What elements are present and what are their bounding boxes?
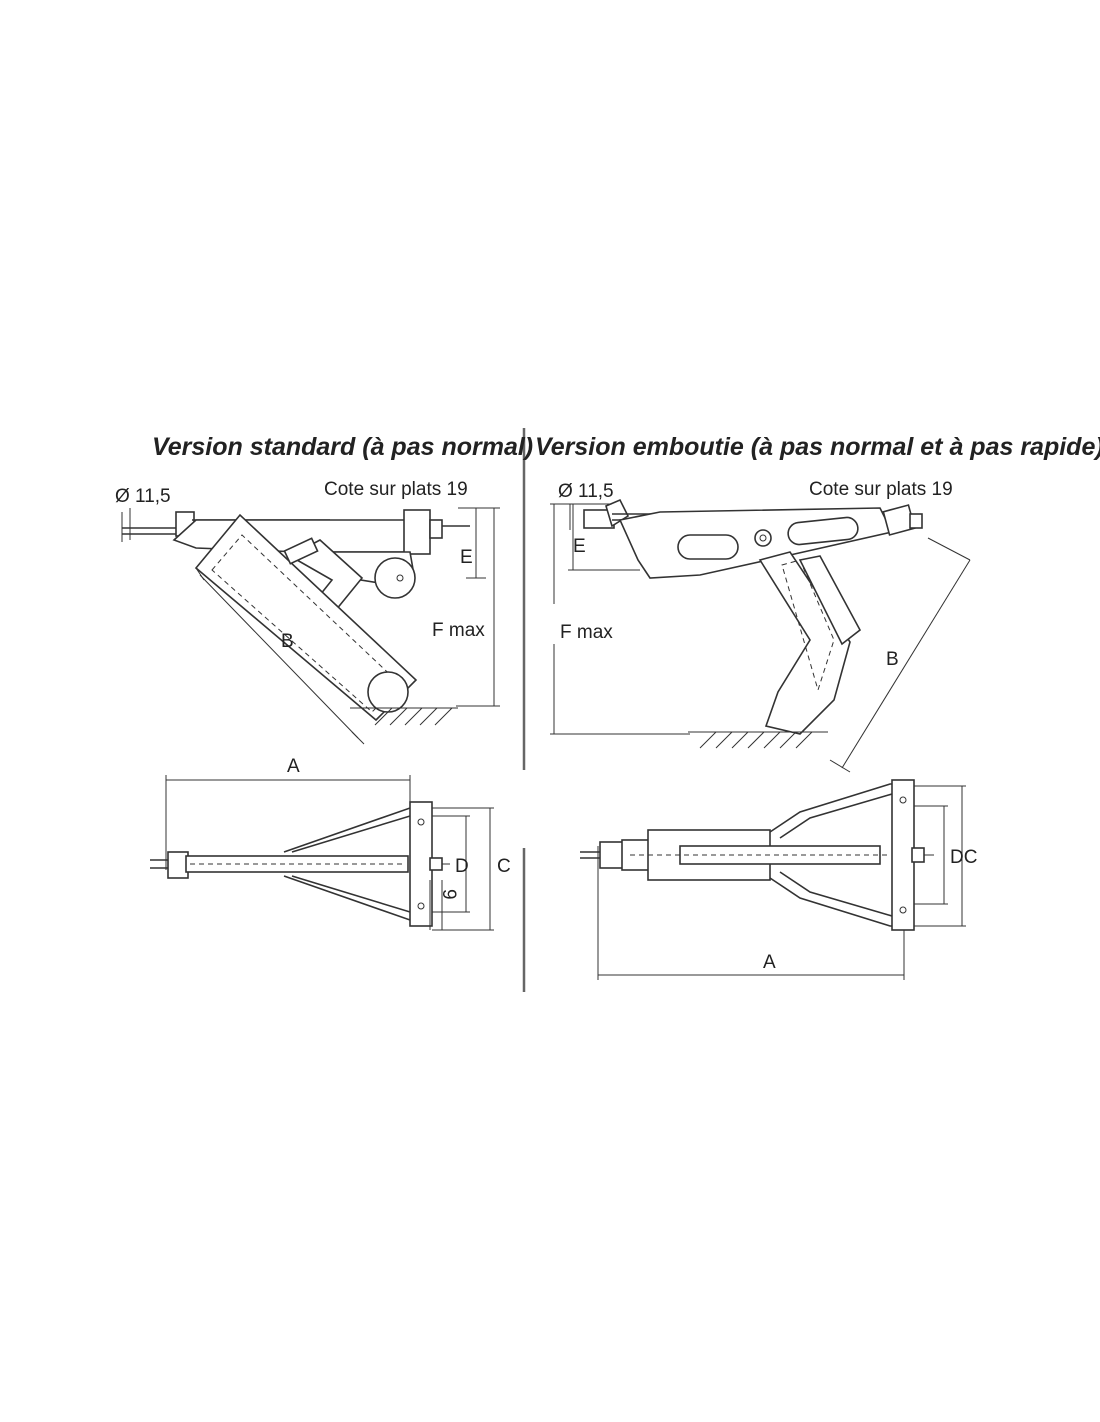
right-title: Version emboutie (à pas normal et à pas … <box>535 433 1100 461</box>
left-top-view <box>150 775 494 931</box>
right-diameter-label: Ø 11,5 <box>558 481 614 502</box>
right-a-label: A <box>763 952 776 973</box>
right-b-label: B <box>886 649 899 670</box>
left-ground-hatching <box>374 707 453 726</box>
left-fmax-label: F max <box>432 620 485 641</box>
left-c-label: C <box>497 856 511 877</box>
right-side-view <box>550 498 971 773</box>
right-top-view <box>580 779 966 980</box>
left-a-label: A <box>287 756 300 777</box>
left-nine-label: 9 <box>438 889 459 900</box>
left-diameter-label: Ø 11,5 <box>115 486 171 507</box>
left-d-label: D <box>455 856 469 877</box>
left-side-view <box>121 507 500 745</box>
left-e-label: E <box>460 547 473 568</box>
right-fmax-label: F max <box>560 622 613 643</box>
right-e-label: E <box>573 536 586 557</box>
right-dc-label: DC <box>950 847 977 868</box>
right-flats-label: Cote sur plats 19 <box>809 479 953 500</box>
left-flats-label: Cote sur plats 19 <box>324 479 468 500</box>
right-ground-hatching <box>699 731 813 749</box>
left-title: Version standard (à pas normal) <box>152 433 533 461</box>
left-b-label: B <box>281 631 294 652</box>
